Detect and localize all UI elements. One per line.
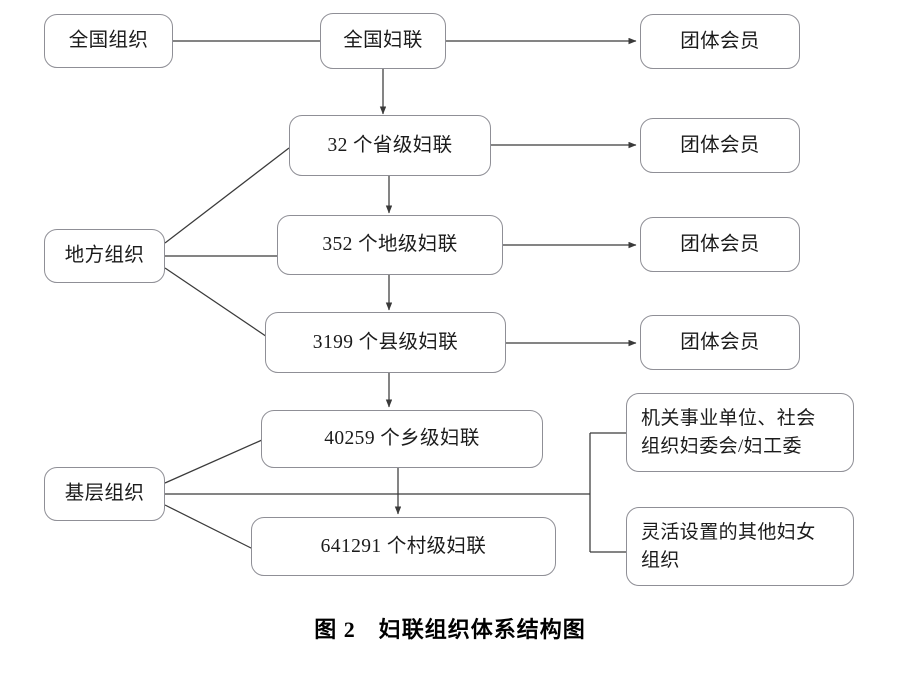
edge-local-to-provincial <box>164 147 290 244</box>
node-label-line1: 机关事业单位、社会 <box>641 408 816 430</box>
node-flexible-womens-organizations[interactable]: 灵活设置的其他妇女 组织 <box>626 507 854 586</box>
node-label-line2: 组织 <box>641 549 680 571</box>
node-label: 32 个省级妇联 <box>327 134 453 156</box>
node-group-member-4[interactable]: 团体会员 <box>640 315 800 370</box>
node-village-federations[interactable]: 641291 个村级妇联 <box>251 517 556 576</box>
node-grassroots-category[interactable]: 基层组织 <box>44 467 165 521</box>
edge-grassroots-to-village <box>164 504 254 550</box>
node-county-federations[interactable]: 3199 个县级妇联 <box>265 312 506 373</box>
node-label: 40259 个乡级妇联 <box>324 428 480 450</box>
node-group-member-1[interactable]: 团体会员 <box>640 14 800 69</box>
node-group-member-2[interactable]: 团体会员 <box>640 118 800 173</box>
node-label-block: 机关事业单位、社会 组织妇委会/妇工委 <box>627 405 853 460</box>
node-label: 团体会员 <box>680 30 760 52</box>
node-national-category[interactable]: 全国组织 <box>44 14 173 68</box>
node-label: 全国妇联 <box>343 30 423 52</box>
node-label: 团体会员 <box>680 233 760 255</box>
node-label: 3199 个县级妇联 <box>312 331 459 353</box>
edge-local-to-county <box>164 267 280 346</box>
node-provincial-federations[interactable]: 32 个省级妇联 <box>289 115 491 176</box>
edge-grassroots-to-township <box>164 439 263 484</box>
node-group-member-3[interactable]: 团体会员 <box>640 217 800 272</box>
node-label: 地方组织 <box>64 245 145 267</box>
node-label: 团体会员 <box>680 134 760 156</box>
node-label: 团体会员 <box>680 331 760 353</box>
node-township-federations[interactable]: 40259 个乡级妇联 <box>261 410 543 468</box>
node-organs-and-social-organizations[interactable]: 机关事业单位、社会 组织妇委会/妇工委 <box>626 393 854 472</box>
node-local-category[interactable]: 地方组织 <box>44 229 165 283</box>
node-national-acwf[interactable]: 全国妇联 <box>320 13 446 69</box>
node-prefecture-federations[interactable]: 352 个地级妇联 <box>277 215 503 275</box>
node-label-block: 灵活设置的其他妇女 组织 <box>627 519 853 574</box>
figure-caption: 图 2 妇联组织体系结构图 <box>314 617 586 642</box>
node-label: 352 个地级妇联 <box>322 234 458 256</box>
node-label: 641291 个村级妇联 <box>320 535 487 557</box>
node-label-line2: 组织妇委会/妇工委 <box>641 435 802 457</box>
node-label: 全国组织 <box>68 30 149 52</box>
node-label-line1: 灵活设置的其他妇女 <box>641 522 816 544</box>
node-label: 基层组织 <box>64 483 145 505</box>
